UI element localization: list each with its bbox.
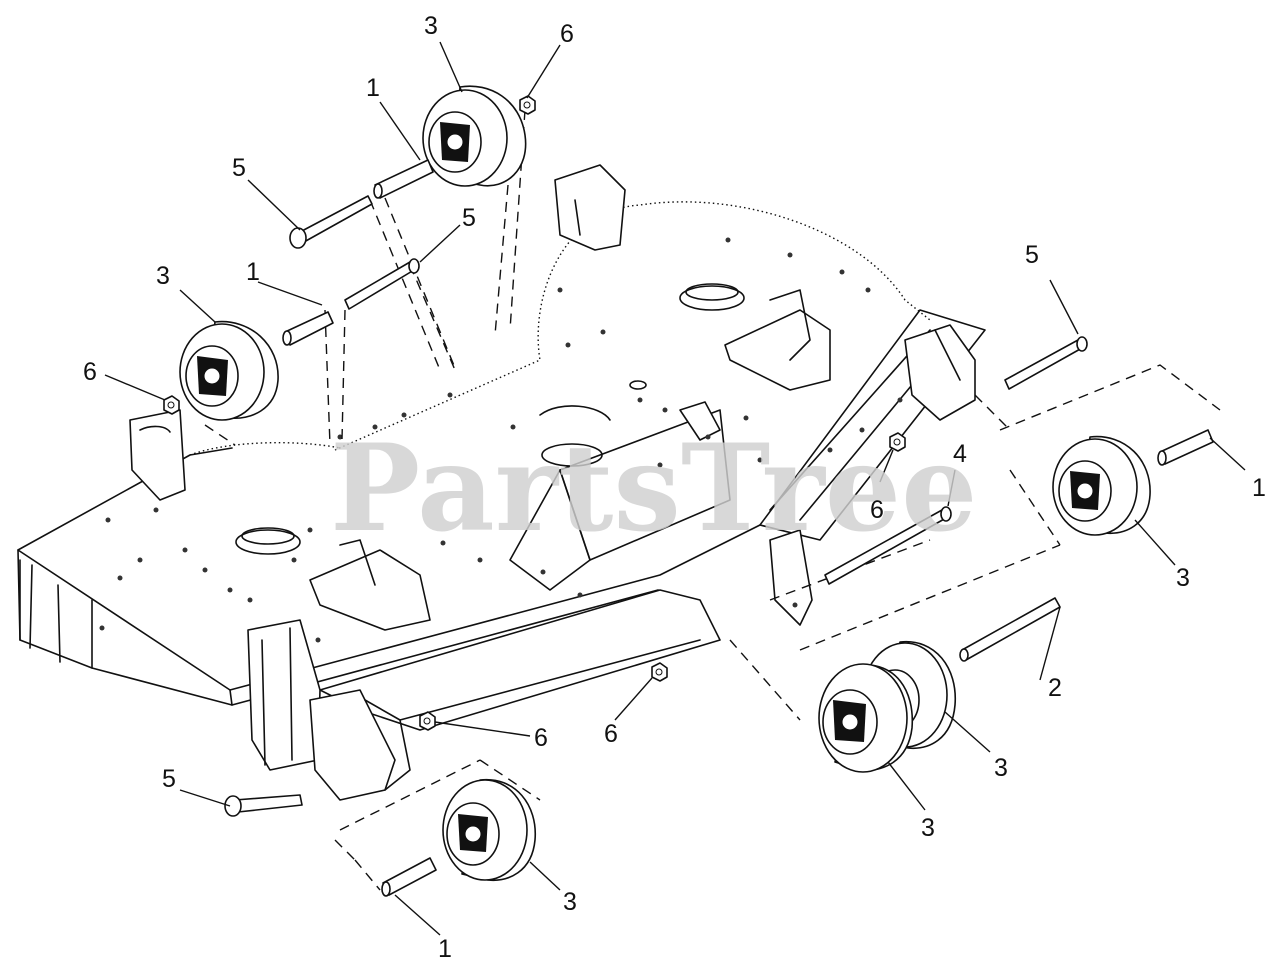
- leader-lines: [104, 41, 1246, 936]
- callout-6-right: 6: [870, 496, 884, 524]
- wheel-upper-left: [179, 320, 279, 421]
- bushings: [282, 159, 1214, 897]
- callout-6-top: 6: [560, 20, 574, 48]
- callout-6-upper-left: 6: [83, 358, 97, 386]
- anti-scalp-wheels: [179, 85, 1151, 882]
- bolts: [224, 195, 1088, 817]
- callout-5-lower-left: 5: [162, 765, 176, 793]
- callout-5-top-left: 5: [232, 154, 246, 182]
- callout-labels: 3 6 1 5 5 3 1 6 5 4 6 1 3 2 3 3 6 6 5 3 …: [83, 12, 1266, 963]
- callout-3-right: 3: [1176, 564, 1190, 592]
- assembly-lines: [204, 109, 1221, 891]
- wheel-dual-front: [818, 663, 914, 773]
- wheel-top: [422, 85, 527, 187]
- watermark: PartsTree: [330, 418, 977, 559]
- callout-3-dual-rear: 3: [994, 754, 1008, 782]
- callout-1-upper-left: 1: [246, 258, 260, 286]
- callout-1-top: 1: [366, 74, 380, 102]
- callout-5-top-center: 5: [462, 204, 476, 232]
- nuts: [163, 95, 906, 731]
- callout-5-right: 5: [1025, 241, 1039, 269]
- callout-3-dual-front: 3: [921, 814, 935, 842]
- callout-6-lower-center: 6: [534, 724, 548, 752]
- wheel-right: [1052, 435, 1151, 536]
- wheel-lower: [442, 778, 536, 882]
- callout-3-upper-left: 3: [156, 262, 170, 290]
- callout-1-lower: 1: [438, 935, 452, 963]
- mower-deck: [17, 164, 986, 801]
- callout-3-top: 3: [424, 12, 438, 40]
- callout-6-lower-right: 6: [604, 720, 618, 748]
- callout-1-right: 1: [1252, 474, 1266, 502]
- callout-3-lower: 3: [563, 888, 577, 916]
- callout-4-right: 4: [953, 440, 967, 468]
- callout-2-right: 2: [1048, 674, 1062, 702]
